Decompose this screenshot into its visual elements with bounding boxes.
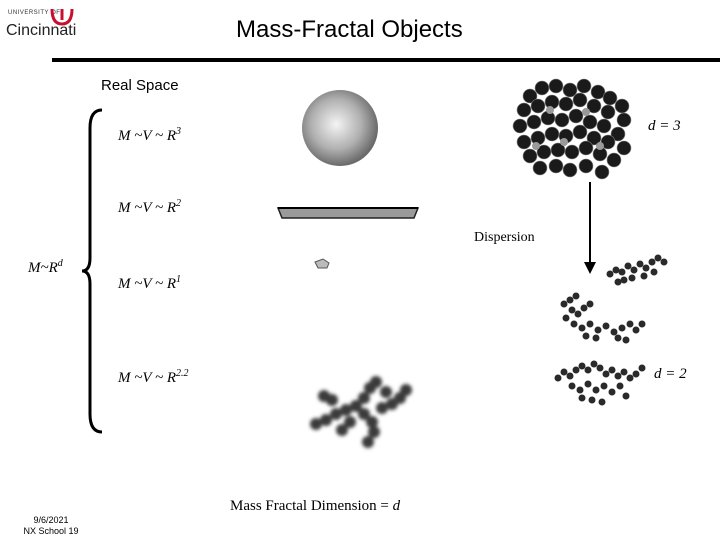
mass-radius-relation: M~Rd [28, 258, 63, 277]
dispersed-fractal-3 [552, 356, 648, 410]
dense-aggregate-image [510, 76, 638, 186]
sphere-image [300, 88, 380, 168]
dispersed-fractal-1 [604, 252, 670, 288]
fractal-dimension-caption: Mass Fractal Dimension = d [230, 498, 400, 515]
formula-rod: M ~V ~ R1 [118, 274, 181, 293]
dimension-3-label: d = 3 [648, 118, 681, 135]
dimension-2-label: d = 2 [654, 366, 687, 383]
title-rule [52, 58, 720, 62]
down-arrow-icon [582, 182, 598, 276]
footer: 9/6/2021 NX School 19 [16, 515, 86, 537]
section-label: Real Space [101, 77, 179, 94]
disk-image [274, 202, 422, 222]
university-logo-mark [48, 6, 76, 28]
rod-image [314, 258, 330, 270]
dispersed-fractal-2 [556, 290, 648, 348]
page-title: Mass-Fractal Objects [236, 16, 463, 44]
formula-fractal: M ~V ~ R2.2 [118, 368, 189, 387]
dispersion-label: Dispersion [474, 230, 535, 246]
formula-sphere: M ~V ~ R3 [118, 126, 181, 145]
footer-date: 9/6/2021 [16, 515, 86, 526]
curly-brace [80, 108, 104, 434]
footer-event: NX School 19 [16, 526, 86, 537]
formula-disk: M ~V ~ R2 [118, 198, 181, 217]
fractal-aggregate-image [306, 372, 416, 452]
